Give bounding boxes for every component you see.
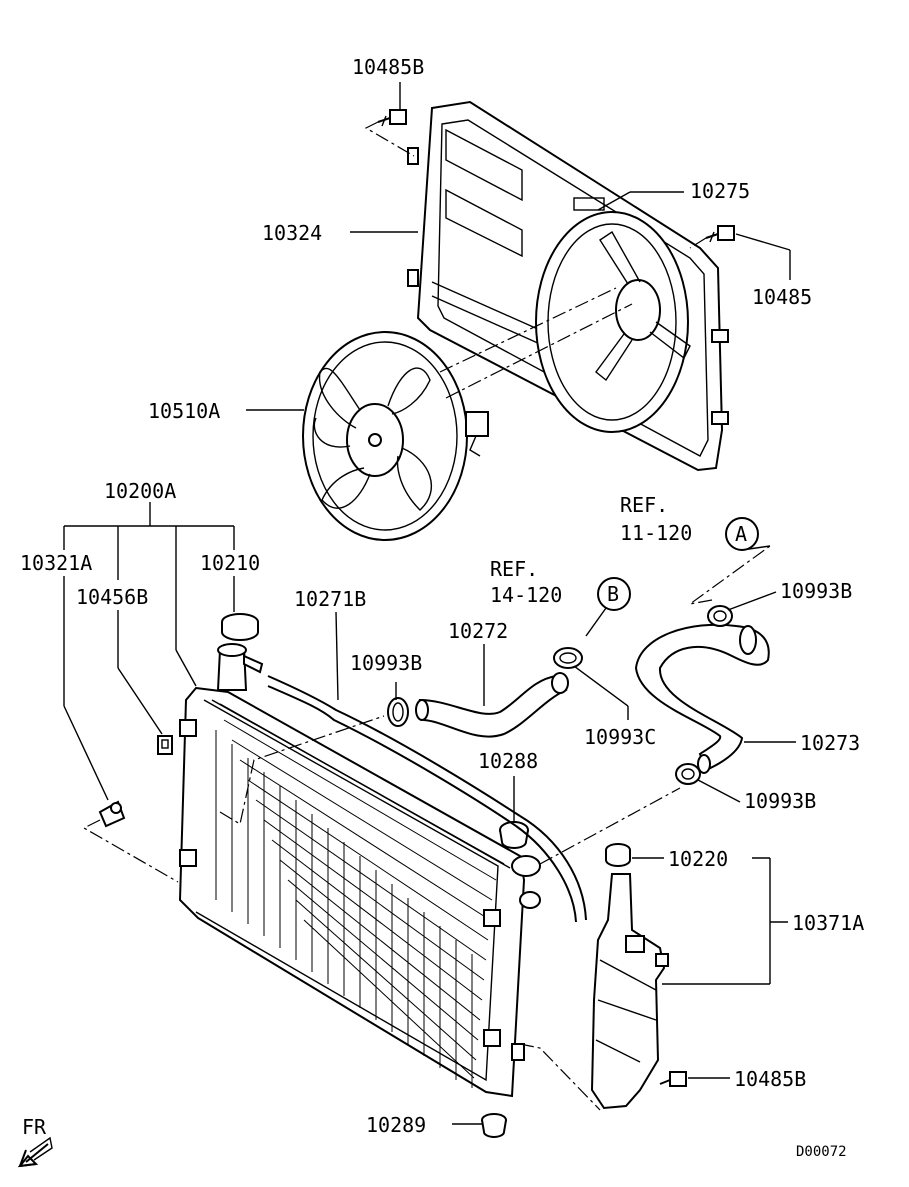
radiator-clip-10456B: [157, 735, 173, 755]
radiator-filler-neck: [216, 643, 264, 691]
ref-a-marker: A: [735, 522, 747, 546]
label-10993B-upper: 10993B: [350, 651, 422, 675]
drain-plug: [481, 1113, 507, 1138]
fan-shroud: [407, 100, 729, 472]
label-10371A: 10371A: [792, 911, 864, 935]
label-10275: 10275: [690, 179, 750, 203]
upper-hose-10272: [415, 672, 569, 738]
reservoir-tank: [590, 873, 669, 1110]
ref-b-line1: REF.: [490, 557, 538, 581]
hose-clamp-10993B-upper: [387, 697, 409, 727]
bolt-10485: [705, 225, 735, 243]
bolt-10485B-top: [377, 109, 407, 127]
label-10273: 10273: [800, 731, 860, 755]
label-10485B-top: 10485B: [352, 55, 424, 79]
lower-hose-10273: [634, 623, 770, 774]
grommet: [499, 821, 529, 849]
hose-clamp-10993B-right-bottom: [675, 763, 701, 785]
label-10289: 10289: [366, 1113, 426, 1137]
diagram-code: D00072: [796, 1144, 847, 1160]
orientation-text: FR: [22, 1115, 47, 1139]
ref-a-line2: 11-120: [620, 521, 692, 545]
front-arrow-icon: [17, 1136, 53, 1168]
ref-a: REF. 11-120 A: [620, 493, 759, 551]
part-labels: 10485B 10324 10275 10485 10510A 10200A 1…: [20, 55, 864, 1137]
ref-b-marker: B: [607, 582, 619, 606]
label-10220: 10220: [668, 847, 728, 871]
ref-b-line2: 14-120: [490, 583, 562, 607]
reservoir-cap: [605, 843, 631, 867]
label-10321A: 10321A: [20, 551, 92, 575]
label-10485: 10485: [752, 285, 812, 309]
label-10324: 10324: [262, 221, 322, 245]
label-10272: 10272: [448, 619, 508, 643]
leader-lines: [63, 82, 796, 1125]
ref-b: REF. 14-120 B: [490, 557, 631, 637]
assembly-lines: [82, 121, 771, 1111]
ref-a-line1: REF.: [620, 493, 668, 517]
label-10993B-right-top: 10993B: [780, 579, 852, 603]
label-10456B: 10456B: [76, 585, 148, 609]
label-10271B: 10271B: [294, 587, 366, 611]
hose-clamp-10993C: [553, 647, 583, 669]
label-10993C: 10993C: [584, 725, 656, 749]
orientation-indicator: FR: [17, 1115, 53, 1168]
label-10993B-right-bottom: 10993B: [744, 789, 816, 813]
radiator: [178, 686, 541, 1098]
radiator-cap: [221, 613, 259, 641]
label-10510A: 10510A: [148, 399, 220, 423]
bolt-10485B-bottom: [659, 1071, 687, 1087]
label-10288: 10288: [478, 749, 538, 773]
radiator-bracket-10321A: [98, 800, 126, 828]
label-10485B-bottom: 10485B: [734, 1067, 806, 1091]
hose-clamp-10993B-right-top: [707, 605, 733, 627]
label-10210: 10210: [200, 551, 260, 575]
fan-assembly: [302, 331, 489, 541]
label-10200A: 10200A: [104, 479, 176, 503]
ref-b-circle: [597, 577, 631, 611]
